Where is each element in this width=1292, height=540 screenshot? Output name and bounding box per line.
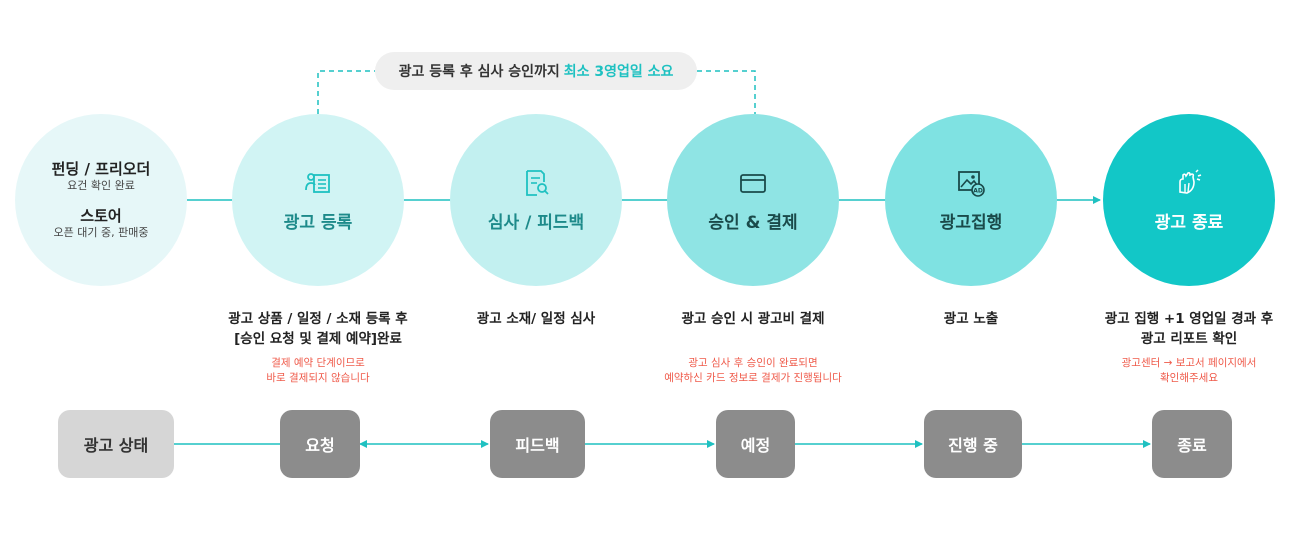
review-description: 광고 소재/ 일정 심사 [476, 311, 596, 327]
step-label: 광고집행 [939, 212, 1003, 233]
step-label: 광고 등록 [283, 212, 353, 233]
status-ended: 종료 [1152, 410, 1232, 478]
step-ad-end: 광고 종료 [1103, 114, 1275, 286]
status-feedback: 피드백 [490, 410, 585, 478]
store-title: 스토어 [80, 207, 122, 225]
status-title: 광고 상태 [58, 410, 174, 478]
step-label: 심사 / 피드백 [487, 212, 585, 233]
ad-image-icon: AD [958, 170, 985, 197]
execution-description: 광고 노출 [943, 311, 999, 327]
step-review-feedback: 심사 / 피드백 [450, 114, 622, 286]
svg-text:AD: AD [973, 187, 983, 194]
end-note-line1: 광고센터 → 보고서 페이지에서 [1121, 357, 1257, 369]
registration-note: 결제 예약 단계이므로 바로 결제되지 않습니다 [222, 356, 414, 386]
approval-note-line2: 예약하신 카드 정보로 결제가 진행됩니다 [664, 372, 842, 384]
step-ad-execution: AD 광고집행 [885, 114, 1057, 286]
precondition-circle: 펀딩 / 프리오더 요건 확인 완료 스토어 오픈 대기 중, 판매중 [15, 114, 187, 286]
status-requested: 요청 [280, 410, 360, 478]
step-label: 승인 & 결제 [708, 212, 798, 233]
registration-note-line1: 결제 예약 단계이므로 [271, 357, 365, 369]
approval-note-highlight: 최소 3영업일 소요 [563, 64, 674, 80]
end-desc-line2: 광고 리포트 확인 [1140, 331, 1238, 347]
approval-note-line1: 광고 심사 후 승인이 완료되면 [688, 357, 818, 369]
approval-note: 광고 심사 후 승인이 완료되면 예약하신 카드 정보로 결제가 진행됩니다 [637, 356, 869, 386]
approval-description: 광고 승인 시 광고비 결제 [681, 311, 825, 327]
registration-desc-line1: 광고 상품 / 일정 / 소재 등록 후 [228, 311, 408, 327]
credit-card-icon [740, 173, 766, 193]
approval-bracket [317, 70, 756, 114]
end-description: 광고 집행 +1 영업일 경과 후 광고 리포트 확인 [1084, 309, 1292, 349]
step-ad-registration: 광고 등록 [232, 114, 404, 286]
step-label: 광고 종료 [1154, 212, 1224, 233]
registration-desc-line2: [승인 요청 및 결제 예약]완료 [234, 331, 402, 347]
approval-note-text: 광고 등록 후 심사 승인까지 [398, 64, 560, 80]
status-scheduled: 예정 [716, 410, 795, 478]
end-note: 광고센터 → 보고서 페이지에서 확인해주세요 [1094, 356, 1284, 386]
approval-time-note: 광고 등록 후 심사 승인까지 최소 3영업일 소요 [375, 52, 697, 90]
step-approval-payment: 승인 & 결제 [667, 114, 839, 286]
funding-subtitle: 요건 확인 완료 [67, 179, 135, 192]
status-in-progress: 진행 중 [924, 410, 1022, 478]
end-desc-line1: 광고 집행 +1 영업일 경과 후 [1104, 311, 1274, 327]
end-note-line2: 확인해주세요 [1160, 372, 1218, 384]
registration-note-line2: 바로 결제되지 않습니다 [266, 372, 370, 384]
document-review-icon [526, 169, 549, 196]
clapping-hands-icon [1179, 168, 1202, 194]
funding-title: 펀딩 / 프리오더 [51, 160, 151, 178]
store-subtitle: 오픈 대기 중, 판매중 [53, 226, 149, 239]
registration-icon [305, 172, 330, 193]
registration-description: 광고 상품 / 일정 / 소재 등록 후 [승인 요청 및 결제 예약]완료 [212, 309, 424, 349]
